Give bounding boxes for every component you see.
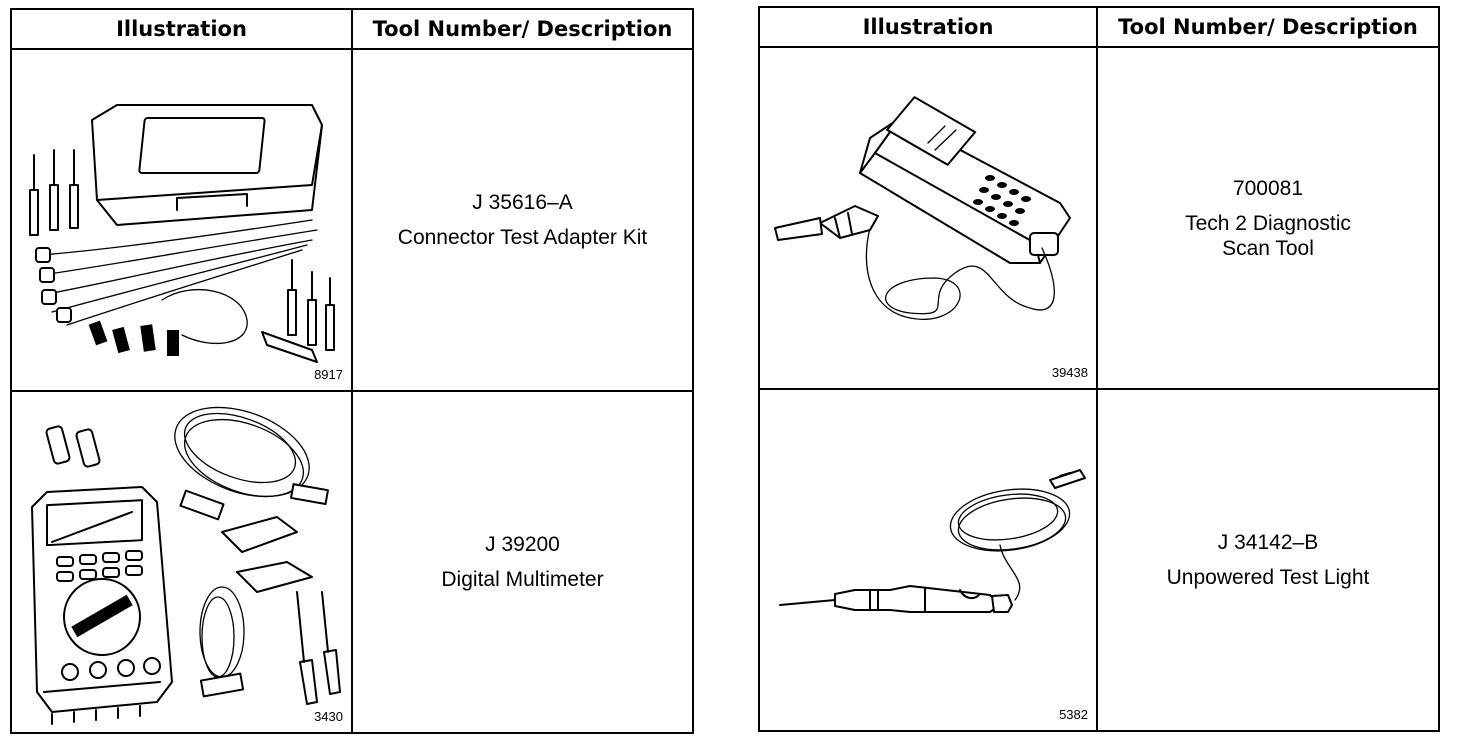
connector-test-adapter-kit-icon (29, 104, 335, 363)
tool-table-left: Illustration Tool Number/ Description (10, 8, 694, 734)
table-row: 8917 J 35616–A Connector Test Adapter Ki… (10, 48, 694, 392)
tool-number: J 34142–B (1217, 531, 1319, 554)
figure-number: 3430 (314, 709, 343, 724)
tool-table-right: Illustration Tool Number/ Description (758, 6, 1440, 732)
description-cell: J 35616–A Connector Test Adapter Kit (351, 48, 694, 392)
illustration-header: Illustration (10, 8, 353, 50)
illustration-cell: 39438 (758, 46, 1098, 390)
table-row: 5382 J 34142–B Unpowered Test Light (758, 388, 1440, 732)
tool-number: 700081 (1232, 176, 1304, 200)
illustration-header: Illustration (758, 6, 1098, 48)
illustration-cell: 5382 (758, 388, 1098, 732)
tool-description: Unpowered Test Light (1166, 566, 1370, 589)
tool-header: Tool Number/ Description (351, 8, 694, 50)
figure-number: 39438 (1051, 365, 1088, 380)
illustration-cell: 3430 (10, 390, 353, 734)
tool-description: Tech 2 Diagnostic Scan Tool (1185, 211, 1351, 260)
table-row: 39438 700081 Tech 2 Diagnostic Scan Tool (758, 46, 1440, 390)
description-cell: J 39200 Digital Multimeter (351, 390, 694, 734)
tool-number: J 35616–A (472, 191, 573, 214)
figure-number: 5382 (1059, 707, 1088, 722)
scan-tool-icon (774, 96, 1071, 320)
digital-multimeter-icon (31, 406, 341, 725)
figure-number: 8917 (314, 367, 343, 382)
table-row: 3430 J 39200 Digital Multimeter (10, 390, 694, 734)
tool-description: Connector Test Adapter Kit (397, 226, 648, 249)
tool-header: Tool Number/ Description (1096, 6, 1440, 48)
description-cell: 700081 Tech 2 Diagnostic Scan Tool (1096, 46, 1440, 390)
table-header-row: Illustration Tool Number/ Description (758, 6, 1440, 48)
tool-number: J 39200 (485, 533, 560, 556)
table-header-row: Illustration Tool Number/ Description (10, 8, 694, 50)
description-cell: J 34142–B Unpowered Test Light (1096, 388, 1440, 732)
tool-description: Digital Multimeter (441, 568, 604, 591)
illustration-cell: 8917 (10, 48, 353, 392)
test-light-icon (779, 469, 1086, 613)
